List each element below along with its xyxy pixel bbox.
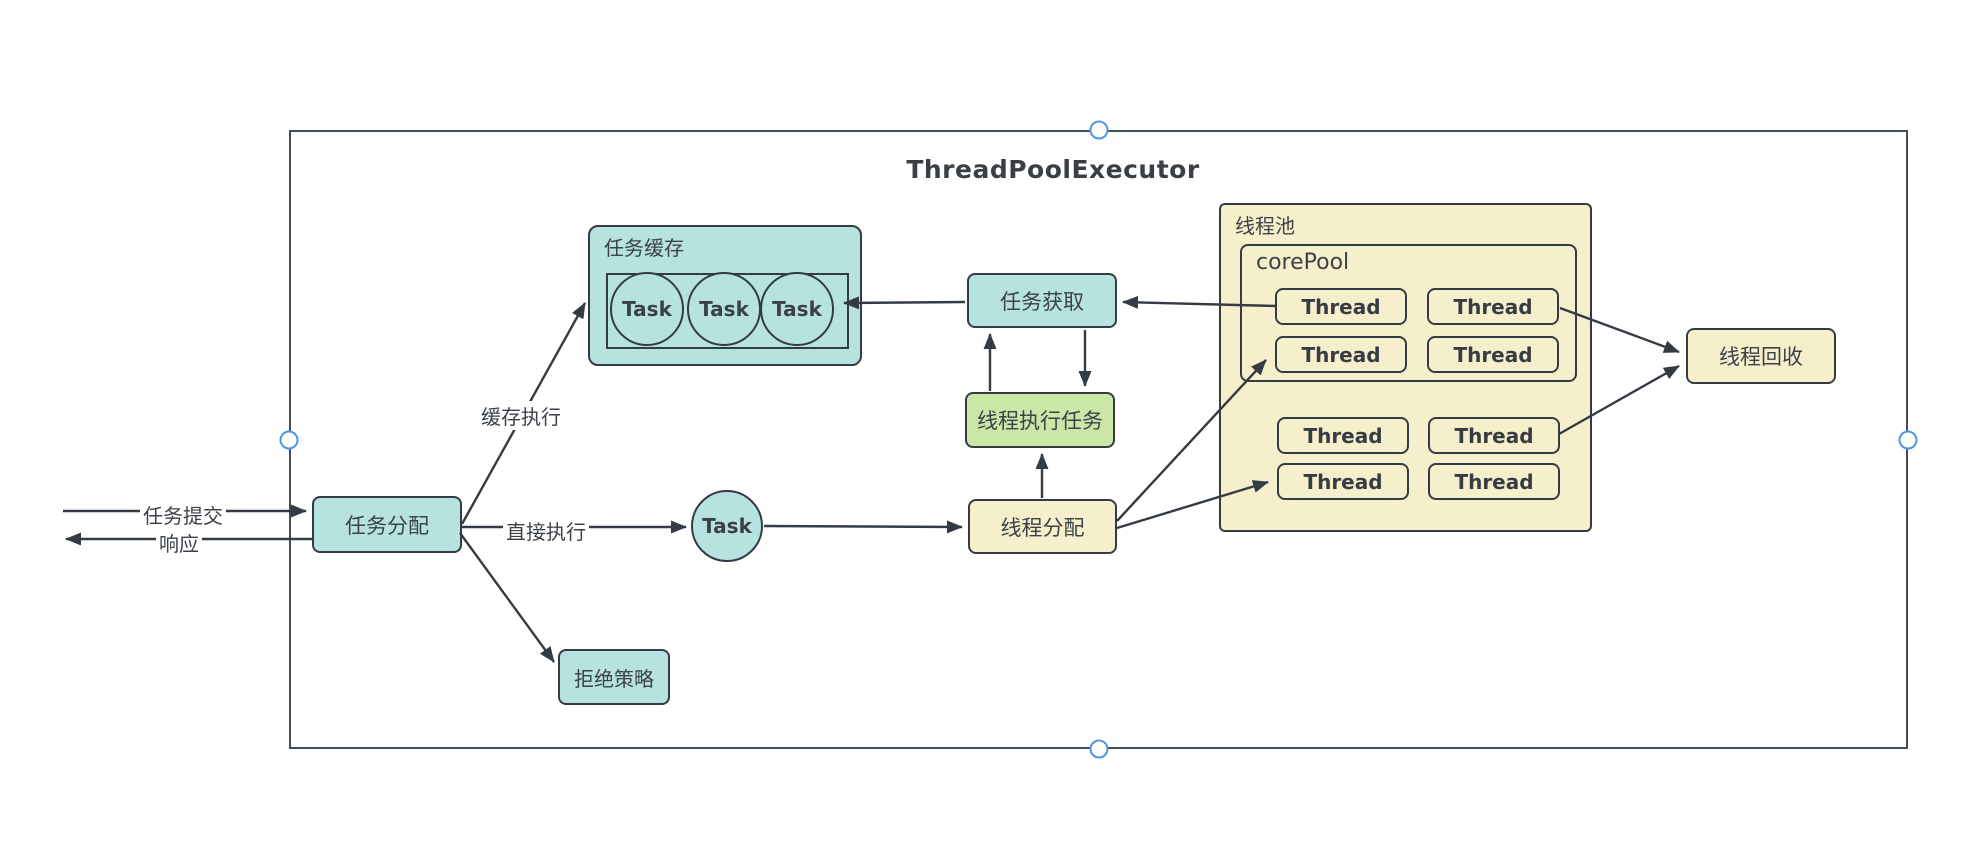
thread-box-5[interactable]: Thread [1277, 417, 1409, 454]
corepool-label: corePool [1256, 250, 1350, 275]
cached-task-circle-3[interactable]: Task [760, 272, 834, 346]
task-dispatch-label: 任务分配 [345, 513, 429, 538]
arrow-task-to-thread-dispatch[interactable] [763, 520, 963, 534]
cached-task-circle-2[interactable]: Task [687, 272, 761, 346]
thread-box-4[interactable]: Thread [1427, 336, 1559, 373]
thread-exec-node[interactable]: 线程执行任务 [965, 392, 1115, 448]
thread-exec-label: 线程执行任务 [977, 409, 1103, 433]
task-fetch-label: 任务获取 [1000, 289, 1084, 314]
thread-label-1: Thread [1301, 294, 1381, 319]
direct-task-circle[interactable]: Task [691, 490, 763, 562]
thread-pool-label: 线程池 [1235, 214, 1295, 238]
thread-box-3[interactable]: Thread [1275, 336, 1407, 373]
thread-box-7[interactable]: Thread [1277, 463, 1409, 500]
arrow-dispatch-to-core-thread[interactable] [1116, 359, 1267, 522]
arrow-pool-to-fetch[interactable] [1122, 295, 1277, 309]
thread-label-3: Thread [1301, 342, 1381, 367]
reject-policy-label: 拒绝策略 [574, 666, 654, 691]
thread-box-1[interactable]: Thread [1275, 288, 1407, 325]
thread-box-6[interactable]: Thread [1428, 417, 1560, 454]
task-cache-label: 任务缓存 [604, 236, 684, 260]
thread-label-4: Thread [1453, 342, 1533, 367]
task-fetch-node[interactable]: 任务获取 [967, 273, 1117, 328]
arrow-core-thread-to-recycle[interactable] [1559, 306, 1680, 354]
diagram-title: ThreadPoolExecutor [906, 155, 1200, 184]
reject-policy-node[interactable]: 拒绝策略 [558, 649, 670, 705]
edge-label-response: 响应 [156, 528, 202, 557]
arrow-dispatch-to-pool-thread[interactable] [1116, 480, 1269, 530]
thread-box-8[interactable]: Thread [1428, 463, 1560, 500]
edge-label-task-submit: 任务提交 [140, 500, 226, 529]
thread-recycle-label: 线程回收 [1719, 345, 1803, 369]
thread-recycle-node[interactable]: 线程回收 [1686, 328, 1836, 384]
thread-label-2: Thread [1453, 294, 1533, 319]
direct-task-label: Task [702, 514, 752, 538]
thread-dispatch-node[interactable]: 线程分配 [968, 499, 1117, 554]
cached-task-circle-1[interactable]: Task [610, 272, 684, 346]
arrow-fetch-to-cache[interactable] [843, 296, 966, 310]
task-dispatch-node[interactable]: 任务分配 [312, 496, 462, 553]
edge-label-direct-exec: 直接执行 [503, 516, 589, 545]
cached-task-label-2: Task [699, 297, 749, 321]
thread-dispatch-label: 线程分配 [1000, 515, 1085, 540]
arrow-to-reject-policy[interactable] [459, 532, 555, 663]
thread-label-7: Thread [1303, 469, 1383, 494]
arrow-pool-thread-to-recycle[interactable] [1558, 364, 1680, 436]
thread-label-5: Thread [1303, 423, 1383, 448]
cached-task-label-3: Task [772, 297, 822, 321]
edge-label-cache-exec: 缓存执行 [478, 401, 564, 430]
thread-label-8: Thread [1454, 469, 1534, 494]
thread-label-6: Thread [1454, 423, 1534, 448]
cached-task-label-1: Task [622, 297, 672, 321]
thread-box-2[interactable]: Thread [1427, 288, 1559, 325]
